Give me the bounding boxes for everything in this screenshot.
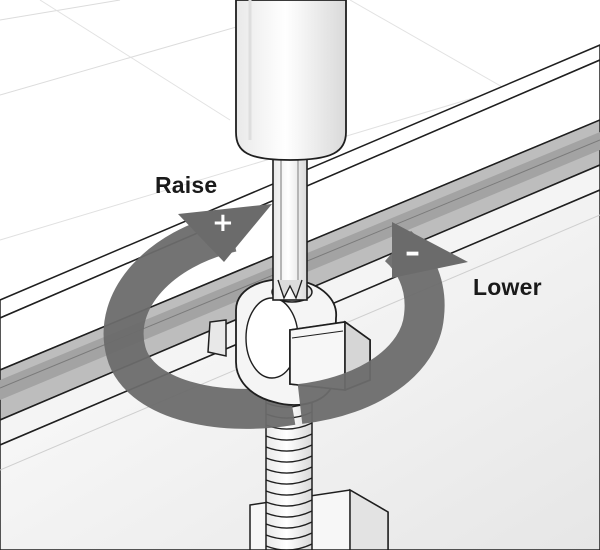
thread-ridge bbox=[265, 433, 313, 441]
thread-ridge bbox=[265, 477, 313, 485]
minus-sign: – bbox=[405, 235, 420, 270]
thread-ridge bbox=[265, 532, 313, 540]
thread-ridge bbox=[265, 466, 313, 474]
thread-ridge bbox=[265, 499, 313, 507]
rotation-arrow bbox=[103, 204, 296, 429]
rotation-arrow-front bbox=[297, 222, 468, 424]
lower-label: Lower bbox=[473, 274, 542, 300]
thread-ridge bbox=[265, 444, 313, 452]
thread-ridge bbox=[265, 455, 313, 463]
screwdriver bbox=[235, 0, 347, 301]
thread-ridge bbox=[265, 521, 313, 529]
plus-sign: + bbox=[212, 208, 234, 238]
thread-ridge bbox=[265, 488, 313, 496]
thread-ridge bbox=[265, 543, 313, 550]
raise-label: Raise bbox=[155, 172, 218, 198]
thread-ridge bbox=[265, 510, 313, 518]
